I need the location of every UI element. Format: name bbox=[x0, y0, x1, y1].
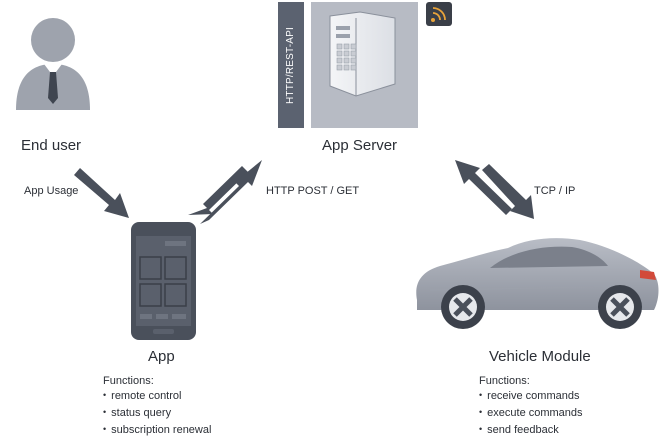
http-rest-api-label: HTTP/REST-API bbox=[285, 26, 297, 104]
server-icon bbox=[311, 2, 418, 128]
smartphone-icon bbox=[131, 222, 196, 340]
list-item: send feedback bbox=[479, 422, 583, 439]
http-rest-api-strip: HTTP/REST-API bbox=[278, 2, 304, 128]
arrow-server-vehicle bbox=[455, 160, 534, 219]
http-post-get-label: HTTP POST / GET bbox=[266, 185, 360, 197]
app-functions-heading: Functions: bbox=[103, 375, 154, 387]
list-item: receive commands bbox=[479, 388, 583, 405]
vehicle-functions-heading: Functions: bbox=[479, 375, 530, 387]
list-item: execute commands bbox=[479, 405, 582, 422]
app-usage-label: App Usage bbox=[24, 185, 79, 197]
list-item: remote control bbox=[103, 388, 211, 405]
rss-icon bbox=[426, 2, 452, 26]
app-server-label: App Server bbox=[322, 137, 398, 154]
app-label: App bbox=[148, 348, 175, 365]
vehicle-module-label: Vehicle Module bbox=[489, 348, 591, 365]
list-item: status query bbox=[103, 405, 211, 422]
person-icon bbox=[16, 18, 90, 110]
arrow-app-server bbox=[188, 160, 262, 224]
tcp-ip-label: TCP / IP bbox=[534, 185, 576, 197]
car-icon bbox=[416, 238, 659, 329]
app-functions-list: remote control status query subscription… bbox=[103, 388, 211, 439]
end-user-label: End user bbox=[21, 137, 82, 154]
arrow-user-to-app bbox=[74, 168, 129, 218]
vehicle-functions-list: receive commands execute commands send f… bbox=[479, 388, 583, 439]
list-item: subscription renewal bbox=[103, 422, 211, 439]
